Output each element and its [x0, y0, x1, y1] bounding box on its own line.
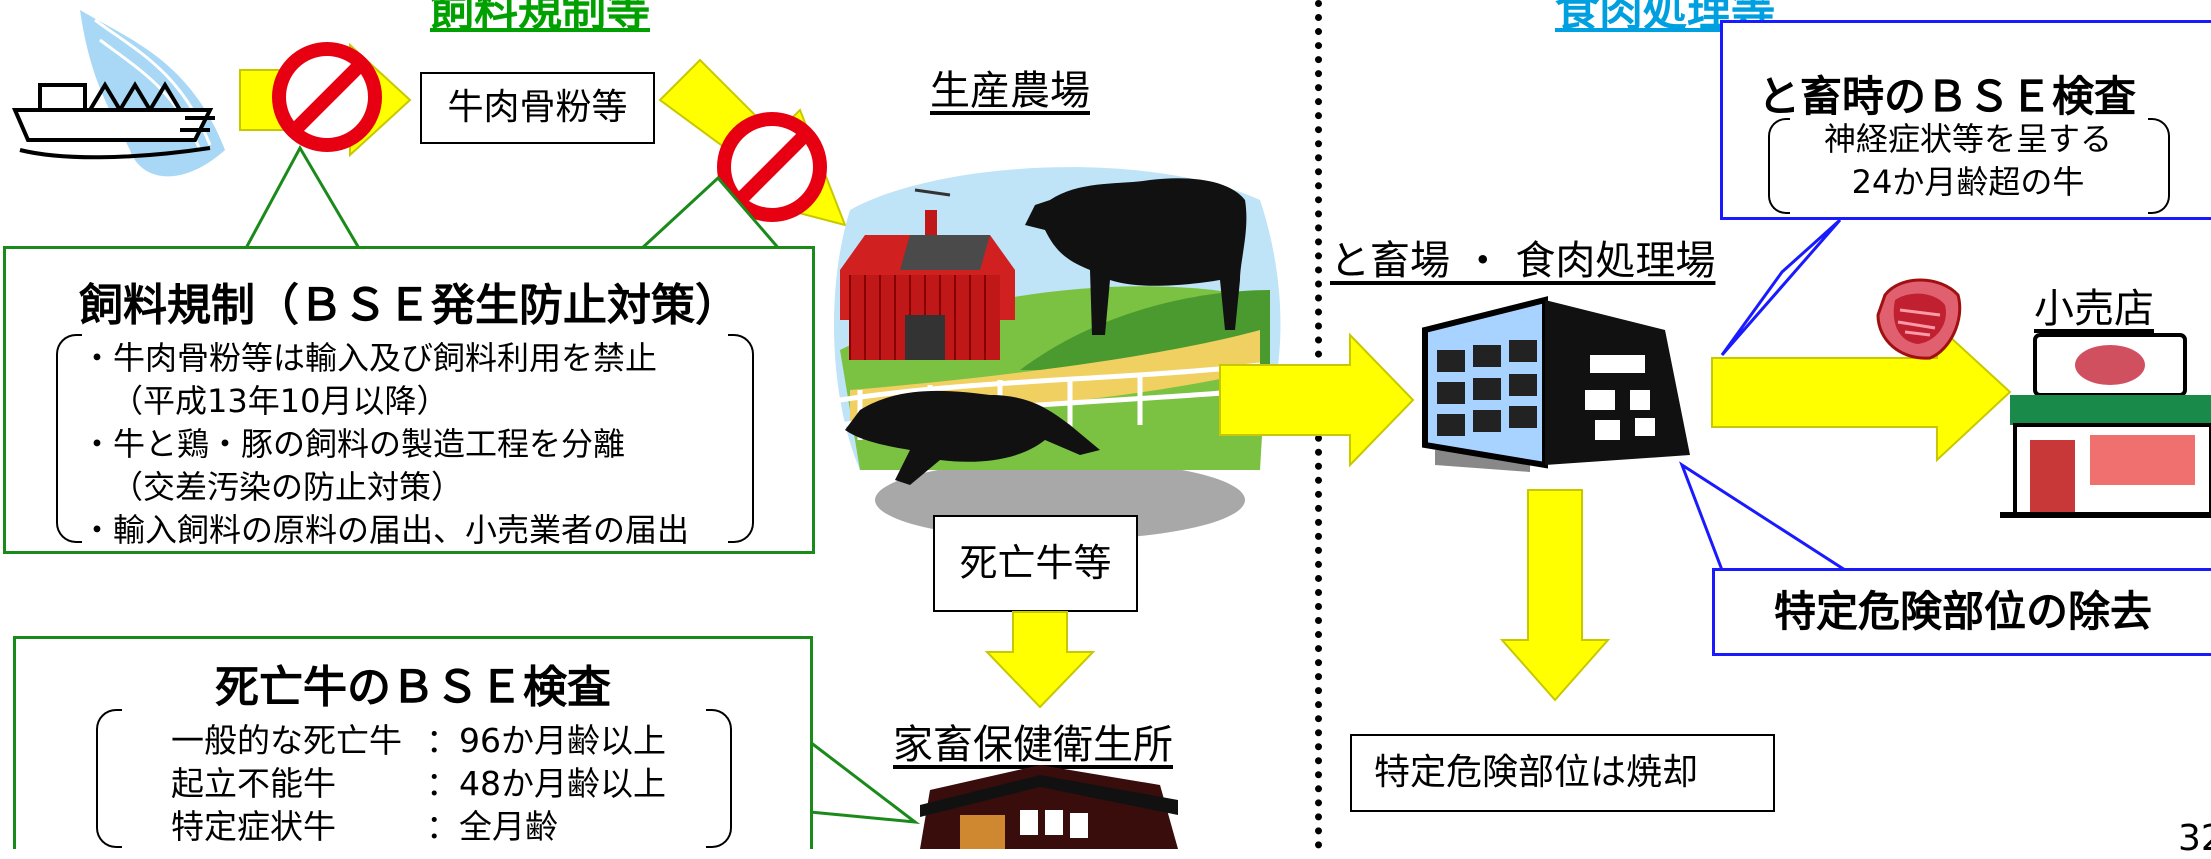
dead-cattle-test-bracket-left: [96, 709, 122, 848]
dead-cattle-box: 死亡牛等: [933, 515, 1138, 612]
test-condition-row: 一般的な死亡牛 ：96か月齢以上: [171, 719, 666, 762]
srm-removal-callout: 特定危険部位の除去: [1712, 568, 2211, 656]
srm-incineration-box: 特定危険部位は焼却: [1350, 734, 1775, 812]
ship-icon: [11, 10, 225, 177]
slaughter-test-line: 神経症状等を呈する: [1823, 120, 2112, 158]
dead-cattle-down-arrow: [984, 611, 1096, 709]
farm-to-slaughterhouse-arrow: [1219, 332, 1415, 468]
feed-rule-line: （交差汚染の防止対策）: [111, 468, 464, 506]
barn-icon: [920, 765, 1178, 849]
feed-rule-line: ・牛肉骨粉等は輸入及び飼料利用を禁止: [81, 339, 658, 377]
slaughterhouse-to-retail-arrow: [1711, 322, 2012, 463]
feed-rule-line: ・輸入飼料の原料の届出、小売業者の届出: [81, 511, 690, 549]
prohibition-icon: [272, 42, 382, 152]
feed-regulation-bracket-left: [56, 334, 82, 543]
dead-cattle-test-callout: 死亡牛のＢＳＥ検査 一般的な死亡牛：96か月齢以上 起立不能牛：48か月齢以上 …: [13, 636, 813, 849]
store-icon: [2000, 333, 2211, 518]
slaughter-test-callout: と畜時のＢＳＥ検査 神経症状等を呈する 24か月齢超の牛: [1720, 20, 2211, 220]
feed-regulation-title: 飼料規制（ＢＳＥ発生防止対策）: [79, 280, 739, 331]
feed-regulation-bracket-right: [728, 334, 754, 543]
condition-label: 特定症状牛: [171, 807, 336, 846]
condition-value: ：96か月齢以上: [426, 721, 666, 760]
test-condition-row: 特定症状牛 ：全月齢: [171, 805, 666, 848]
condition-label: 起立不能牛: [171, 764, 336, 803]
test-condition-row: 起立不能牛 ：48か月齢以上: [171, 762, 666, 805]
dead-cattle-test-title: 死亡牛のＢＳＥ検査: [215, 662, 611, 713]
dead-cattle-test-bracket-right: [706, 709, 732, 848]
building-icon: [1422, 296, 1690, 472]
condition-value: ：48か月齢以上: [426, 764, 666, 803]
meat-icon: [1876, 278, 1962, 360]
condition-label: 一般的な死亡牛: [171, 721, 402, 760]
prohibition-icon: [717, 112, 827, 222]
incineration-down-arrow: [1499, 489, 1611, 702]
slaughter-test-line: 24か月齢超の牛: [1851, 163, 2085, 201]
farm-label: 生産農場: [930, 68, 1090, 114]
page-number: 32: [2178, 818, 2211, 859]
feed-rule-line: ・牛と鶏・豚の飼料の製造工程を分離: [81, 425, 626, 463]
slaughter-test-bracket-left: [1768, 118, 1790, 214]
retail-label: 小売店: [2034, 286, 2154, 332]
slaughter-test-bracket-right: [2148, 118, 2170, 214]
livestock-center-label: 家畜保健衛生所: [893, 722, 1173, 768]
meat-bone-meal-box: 牛肉骨粉等: [420, 72, 655, 144]
condition-value: ：全月齢: [426, 807, 558, 846]
left-section-header: 飼料規制等: [430, 0, 650, 36]
feed-rule-line: （平成13年10月以降）: [111, 382, 449, 420]
slaughter-test-title: と畜時のＢＳＥ検査: [1758, 72, 2137, 121]
feed-regulation-callout: 飼料規制（ＢＳＥ発生防止対策） ・牛肉骨粉等は輸入及び飼料利用を禁止 （平成13…: [3, 246, 815, 554]
farm-illustration: [833, 167, 1281, 540]
slaughterhouse-label: と畜場 ・ 食肉処理場: [1330, 238, 1716, 284]
